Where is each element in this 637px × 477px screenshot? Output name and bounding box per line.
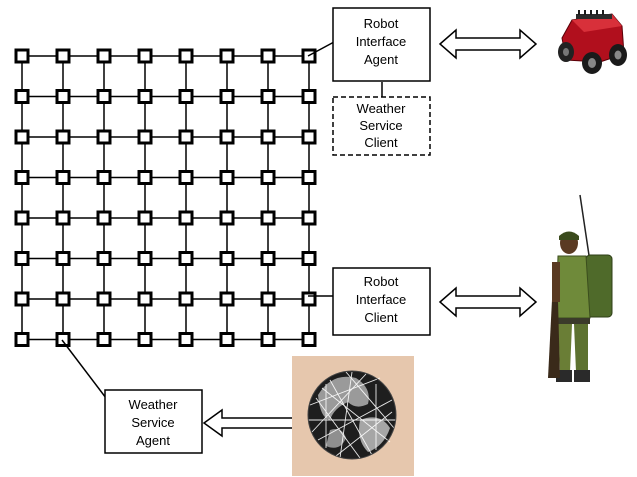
- grid-node: [14, 291, 30, 307]
- grid-node: [178, 170, 194, 185]
- grid-node: [55, 48, 71, 64]
- grid-node: [96, 89, 112, 104]
- grid-node: [301, 291, 317, 307]
- grid-node: [219, 129, 235, 145]
- globe-image: [292, 356, 414, 476]
- grid-node: [178, 251, 194, 266]
- grid-node: [260, 48, 276, 64]
- grid-node: [178, 129, 194, 145]
- double-arrow-robot-vehicle: [438, 28, 538, 60]
- robot-interface-client-box: Robot Interface Client: [332, 267, 431, 336]
- grid-node: [55, 129, 71, 145]
- grid-node: [219, 291, 235, 307]
- grid-node: [14, 251, 30, 266]
- grid-node: [96, 48, 112, 64]
- grid-node: [178, 291, 194, 307]
- robot-interface-agent-box: Robot Interface Agent: [332, 7, 431, 82]
- grid-node: [14, 48, 30, 64]
- box-label-line: Robot: [364, 274, 399, 289]
- weather-service-client-box: Weather Service Client: [332, 96, 431, 156]
- grid-node: [14, 129, 30, 145]
- grid-node: [96, 170, 112, 185]
- grid-node: [14, 89, 30, 104]
- grid-node: [260, 291, 276, 307]
- grid-node: [260, 89, 276, 104]
- connector-line-robot-agent: [307, 41, 335, 57]
- grid-node: [219, 210, 235, 226]
- grid-node: [55, 170, 71, 185]
- grid-node: [55, 89, 71, 104]
- grid-node: [219, 170, 235, 185]
- grid-node: [96, 332, 112, 347]
- grid-node: [260, 332, 276, 347]
- grid-node: [14, 170, 30, 185]
- grid-node: [260, 251, 276, 266]
- box-label-line: Robot: [364, 16, 399, 31]
- grid-node: [301, 210, 317, 226]
- grid-node: [301, 129, 317, 145]
- grid-node: [301, 89, 317, 104]
- box-label-line: Interface: [356, 292, 407, 307]
- grid-node: [55, 291, 71, 307]
- grid-node: [301, 170, 317, 185]
- grid-node: [301, 332, 317, 347]
- grid-node: [178, 48, 194, 64]
- box-label-line: Client: [364, 310, 398, 325]
- grid-node: [55, 251, 71, 266]
- box-label-line: Service: [131, 415, 174, 430]
- grid-node: [219, 89, 235, 104]
- grid-node: [14, 332, 30, 347]
- grid-node: [55, 210, 71, 226]
- grid-node: [178, 332, 194, 347]
- robot-vehicle-image: [558, 10, 627, 74]
- grid-node: [137, 210, 153, 226]
- box-label-line: Service: [359, 118, 402, 133]
- box-label-line: Client: [364, 135, 398, 150]
- box-label-line: Agent: [364, 52, 398, 67]
- grid-node: [260, 170, 276, 185]
- grid-node: [14, 210, 30, 226]
- grid-node: [219, 332, 235, 347]
- box-label-line: Weather: [129, 397, 179, 412]
- grid-node: [137, 170, 153, 185]
- grid-node: [301, 251, 317, 266]
- grid-node: [260, 129, 276, 145]
- box-label-line: Agent: [136, 433, 170, 448]
- grid-node: [137, 89, 153, 104]
- grid-node: [137, 48, 153, 64]
- grid-node: [96, 129, 112, 145]
- grid-node: [137, 251, 153, 266]
- box-label-line: Weather: [357, 101, 407, 116]
- connector-line-weather-agent: [61, 339, 107, 399]
- box-label-line: Interface: [356, 34, 407, 49]
- grid-node: [178, 210, 194, 226]
- grid-node: [96, 251, 112, 266]
- grid-node: [219, 251, 235, 266]
- grid-node: [137, 332, 153, 347]
- grid-node: [55, 332, 71, 347]
- grid-node: [96, 210, 112, 226]
- double-arrow-soldier: [438, 286, 538, 318]
- agent-mesh-grid: [14, 48, 317, 347]
- grid-node: [96, 291, 112, 307]
- grid-node: [178, 89, 194, 104]
- grid-node: [137, 291, 153, 307]
- soldier-image: [548, 194, 613, 382]
- grid-node: [137, 129, 153, 145]
- grid-node: [260, 210, 276, 226]
- weather-service-agent-box: Weather Service Agent: [104, 389, 203, 454]
- grid-node: [219, 48, 235, 64]
- arrow-globe-to-weather-agent: [202, 408, 307, 438]
